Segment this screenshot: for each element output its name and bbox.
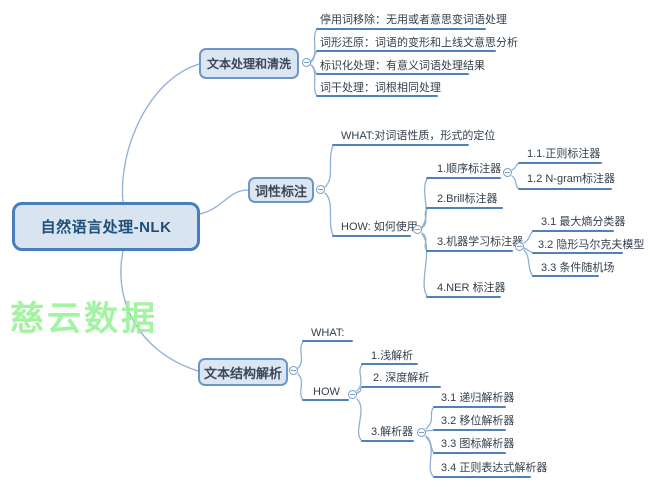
topic-pos-tagging[interactable]: 词性标注 xyxy=(248,177,314,203)
topic-pos-how[interactable]: HOW: 如何使用 xyxy=(341,221,418,233)
topic-pos-what[interactable]: WHAT:对词语性质，形式的定位 xyxy=(341,130,496,142)
topic-parse-how[interactable]: HOW xyxy=(313,386,340,398)
topic-text-cleaning[interactable]: 文本处理和清洗 xyxy=(199,48,299,79)
minus-glyph xyxy=(318,189,323,190)
root-topic[interactable]: 自然语言处理-NLK xyxy=(12,202,200,251)
collapse-icon-structure-parsing[interactable] xyxy=(289,366,298,375)
topic-parser[interactable]: 3.解析器 xyxy=(371,426,414,438)
collapse-icon-sequential-tagger[interactable] xyxy=(503,168,512,177)
collapse-icon-structure-how[interactable] xyxy=(348,390,357,399)
topic-shallow-parsing[interactable]: 1.浅解析 xyxy=(371,350,414,362)
minus-glyph xyxy=(415,229,420,230)
topic-ngram-tagger[interactable]: 1.2 N-gram标注器 xyxy=(527,173,616,185)
topic-hidden-markov-model[interactable]: 3.2 隐形马尔克夫模型 xyxy=(538,239,645,251)
topic-shift-parser[interactable]: 3.2 移位解析器 xyxy=(441,415,515,427)
topic-brill-tagger[interactable]: 2.Brill标注器 xyxy=(437,193,498,205)
topic-regex-tagger[interactable]: 1.1.正则标注器 xyxy=(527,148,601,160)
topic-deep-parsing[interactable]: 2. 深度解析 xyxy=(373,372,430,384)
topic-stemming[interactable]: 词干处理：词根相同处理 xyxy=(320,82,441,94)
minus-glyph xyxy=(304,62,309,63)
topic-regex-parser[interactable]: 3.4 正则表达式解析器 xyxy=(441,462,548,474)
collapse-icon-parser[interactable] xyxy=(417,428,426,437)
collapse-icon-text-cleaning[interactable] xyxy=(302,58,311,67)
topic-parse-what[interactable]: WHAT: xyxy=(311,327,345,339)
minus-glyph xyxy=(419,432,424,433)
collapse-icon-ml-tagger[interactable] xyxy=(515,242,524,251)
topic-chart-parser[interactable]: 3.3 图标解析器 xyxy=(441,438,515,450)
minus-glyph xyxy=(517,246,522,247)
topic-sequential-tagger[interactable]: 1.顺序标注器 xyxy=(437,163,502,175)
minus-glyph xyxy=(291,370,296,371)
minus-glyph xyxy=(350,394,355,395)
topic-tokenization[interactable]: 标识化处理：有意义词语处理结果 xyxy=(320,60,485,72)
topic-stopword-removal[interactable]: 停用词移除：无用或者意思变词语处理 xyxy=(320,14,507,26)
collapse-icon-pos-tagging[interactable] xyxy=(316,185,325,194)
watermark: 慈云数据 xyxy=(10,300,158,338)
topic-text-structure-parsing[interactable]: 文本结构解析 xyxy=(198,358,288,386)
topic-conditional-random-field[interactable]: 3.3 条件随机场 xyxy=(541,262,615,274)
minus-glyph xyxy=(505,172,510,173)
topic-ml-tagger[interactable]: 3.机器学习标注器 xyxy=(437,236,524,248)
collapse-icon-pos-how[interactable] xyxy=(413,225,422,234)
topic-max-entropy-classifier[interactable]: 3.1 最大熵分类器 xyxy=(541,216,626,228)
topic-lemmatization[interactable]: 词形还原：词语的变形和上线文意思分析 xyxy=(320,37,518,49)
topic-ner-tagger[interactable]: 4.NER 标注器 xyxy=(437,282,506,294)
topic-recursive-parser[interactable]: 3.1 递归解析器 xyxy=(441,392,515,404)
